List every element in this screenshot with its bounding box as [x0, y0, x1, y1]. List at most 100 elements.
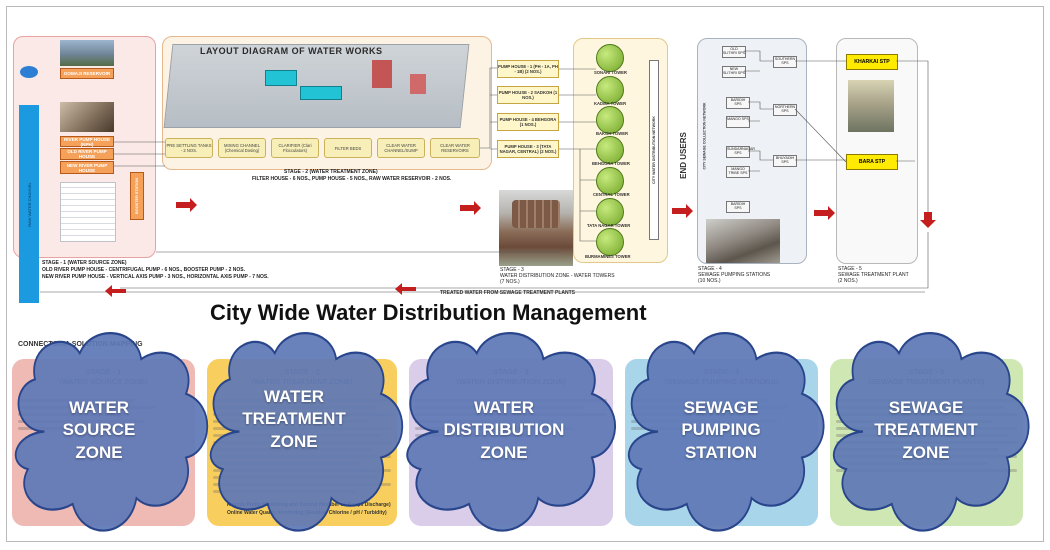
stage5-line2: (2 NOS.): [838, 278, 858, 284]
zone-card-4-subtitle: (SEWAGE PUMPING STATIONS): [664, 377, 779, 386]
sonari-tower-label: SONARI TOWER: [594, 70, 627, 75]
cloud-label-2-line: TREATMENT: [242, 409, 346, 429]
sewage-station-photo: [706, 219, 780, 263]
stp-photo: [848, 80, 894, 132]
bakoh-tower-icon: [596, 106, 624, 134]
step-mixing-channel: MIXING CHANNEL (Chemical Dosing): [218, 138, 266, 158]
bara-stp-box: BARA STP: [846, 154, 898, 170]
layout-pool-1: [265, 70, 297, 86]
central-tower-label: CENTRAL TOWER: [593, 192, 630, 197]
zone-card-5-stage: STAGE - 5: [908, 367, 945, 376]
zone-card-2-line: [213, 469, 391, 472]
behgora-tower-label: BEHGORA TOWER: [592, 161, 630, 166]
layout-pool-2: [300, 86, 342, 100]
stage1-line1: OLD RIVER PUMP HOUSE - CENTRIFUGAL PUMP …: [42, 267, 245, 273]
solution-mapping-label: CONNECTGAIA SOLUTION MAPPING: [18, 341, 143, 348]
distribution-network-box: CITY WATER DISTRIBUTION NETWORK: [649, 60, 659, 240]
cloud-label-5-line: TREATMENT: [874, 420, 978, 440]
burmamines-tower-label: BURMAMINES TOWER: [585, 254, 631, 259]
gomaji-reservoir-box: GOMAJI RESERVOIR: [60, 68, 114, 79]
bakoh-tower-label: BAKOH TOWER: [596, 131, 629, 136]
sonari-tower-icon: [596, 44, 624, 72]
cloud-label-3-line: WATER: [473, 398, 535, 417]
zone-card-2-line: [213, 483, 391, 486]
zone-card-2-line: [213, 462, 362, 465]
zone-card-3-stage: STAGE - 3: [493, 367, 529, 376]
sps-bhuyadih: BHUYADIH SPS: [773, 155, 797, 167]
layout-title: LAYOUT DIAGRAM OF WATER WORKS: [200, 46, 383, 56]
step-clear-water-reservoir: CLEAR WATER RESERVOIRS: [430, 138, 480, 158]
schematic-drawing: [60, 182, 116, 242]
stage1-caption: STAGE - 1 (WATER SOURCE ZONE): [42, 260, 127, 266]
cloud-label-1: WATER SOURCE ZONE: [19, 397, 179, 464]
sps-sundarnagar: SUNDARNAGAR SPS: [726, 146, 755, 158]
kadma-tower-icon: [596, 76, 624, 104]
cloud-label-4-line: PUMPING: [681, 420, 761, 440]
tata-nagar-tower-label: TATA NAGAR TOWER: [587, 223, 631, 228]
tata-nagar-tower-icon: [596, 198, 624, 226]
cloud-label-3-line: ZONE: [480, 442, 528, 462]
cloud-label-1-line: SOURCE: [62, 420, 136, 440]
zone-card-2-line: [213, 476, 377, 479]
stage3-caption: STAGE - 3: [500, 267, 524, 273]
zone-card-1-subtitle: (WATER SOURCE ZONE): [59, 377, 148, 386]
new-river-pump-house-box: NEW RIVER PUMP HOUSE: [60, 161, 114, 174]
cloud-label-3: WATER DISTRIBUTION ZONE: [414, 397, 594, 464]
river-pump-house-box: RIVER PUMP HOUSE (NPH): [60, 136, 114, 147]
stage1-line2: NEW RIVER PUMP HOUSE - VERTICAL AXIS PUM…: [42, 274, 269, 280]
sps-baridih-2: BARIDIH SPS: [726, 201, 750, 213]
zone-card-5-line: [836, 469, 1017, 472]
cloud-label-2-line: ZONE: [270, 431, 318, 451]
cloud-label-1-line: WATER: [68, 398, 130, 417]
burmamines-tower-icon: [596, 228, 624, 256]
main-title: City Wide Water Distribution Management: [210, 300, 647, 325]
cloud-label-5: SEWAGE TREATMENT ZONE: [841, 397, 1011, 464]
kharkai-stp-box: KHARKAI STP: [846, 54, 898, 70]
stage2-note-2: Online Water Quality monitoring (Residua…: [227, 510, 387, 516]
kadma-tower-label: KADMA TOWER: [594, 101, 627, 106]
zone-card-4-stage: STAGE - 4: [703, 367, 740, 376]
water-tower-body: [512, 200, 560, 228]
pump-house-3: PUMP HOUSE - 3 (TATA NAGAR, CENTRAL) (2 …: [497, 140, 559, 158]
cloud-label-4-line: SEWAGE: [683, 398, 759, 417]
stage3-line1: WATER DISTRIBUTION ZONE - WATER TOWERS: [500, 273, 615, 279]
cloud-label-4: SEWAGE PUMPING STATION: [636, 397, 806, 464]
cloud-label-4-line: STATION: [684, 442, 758, 462]
cloud-label-5-line: SEWAGE: [888, 398, 964, 417]
stage2-note-1: Remote Pump Monitoring and Control (Numb…: [227, 502, 391, 508]
cloud-label-2: WATER TREATMENT ZONE: [214, 386, 374, 453]
zone-card-2-line: [213, 455, 391, 458]
stage4-line2: (10 NOS.): [698, 278, 721, 284]
stage4-caption: STAGE - 4: [698, 266, 722, 272]
step-clear-water-channel: CLEAR WATER CHANNEL/SUMP: [377, 138, 425, 158]
stage3-line2: (7 NOS.): [500, 279, 520, 285]
sps-mango-tribe: MANGO TRIBE SPS: [726, 166, 750, 178]
stage2-caption: STAGE - 2 (WATER TREATMENT ZONE): [284, 169, 378, 175]
cloud-label-5-line: ZONE: [902, 442, 950, 462]
behgora-tower-icon: [596, 136, 624, 164]
diagram-connectors: [40, 50, 936, 297]
step-pre-settling: PRE SETTLING TANKS - 2 NOS.: [165, 138, 213, 158]
sps-new-slithri: NEW SLITHRI SPS: [722, 66, 746, 78]
zone-card-2-stage: STAGE - 2: [284, 367, 320, 376]
pump-house-1: PUMP HOUSE - 1 (PH - 1A, PH - 1B) (2 NOS…: [497, 60, 559, 78]
sps-old-slithri: OLD SLITHRI SPS: [722, 46, 746, 58]
small-blue-badge: [20, 66, 38, 78]
stage4-line1: SEWAGE PUMPING STATIONS: [698, 272, 771, 278]
zone-card-5-subtitle: (SEWAGE TREATMENT PLANTS): [868, 377, 985, 386]
old-river-pump-house-box: OLD RIVER PUMP HOUSE: [60, 148, 114, 160]
sps-mango: MANGO SPS: [726, 116, 750, 128]
stage5-caption: STAGE - 5: [838, 266, 862, 272]
sps-baridih-1: BARIDIH SPS: [726, 97, 750, 109]
step-clarifier: CLARIFIER (Clari Flocculators): [271, 138, 319, 158]
cloud-label-3-line: DISTRIBUTION: [443, 420, 565, 440]
stage5-line1: SEWAGE TREATMENT PLANT: [838, 272, 909, 278]
cloud-label-2-line: WATER: [263, 387, 325, 406]
dam-photo: [60, 40, 114, 66]
sps-southern: SOUTHERN SPS: [773, 56, 797, 68]
left-blue-bar: [19, 105, 39, 303]
cloud-label-1-line: ZONE: [75, 442, 123, 462]
stage5-zone: [836, 38, 918, 264]
pump-house-2: PUMP HOUSE - 2 SADKOH (1 NOS.): [497, 86, 559, 104]
layout-building-2: [410, 74, 426, 94]
